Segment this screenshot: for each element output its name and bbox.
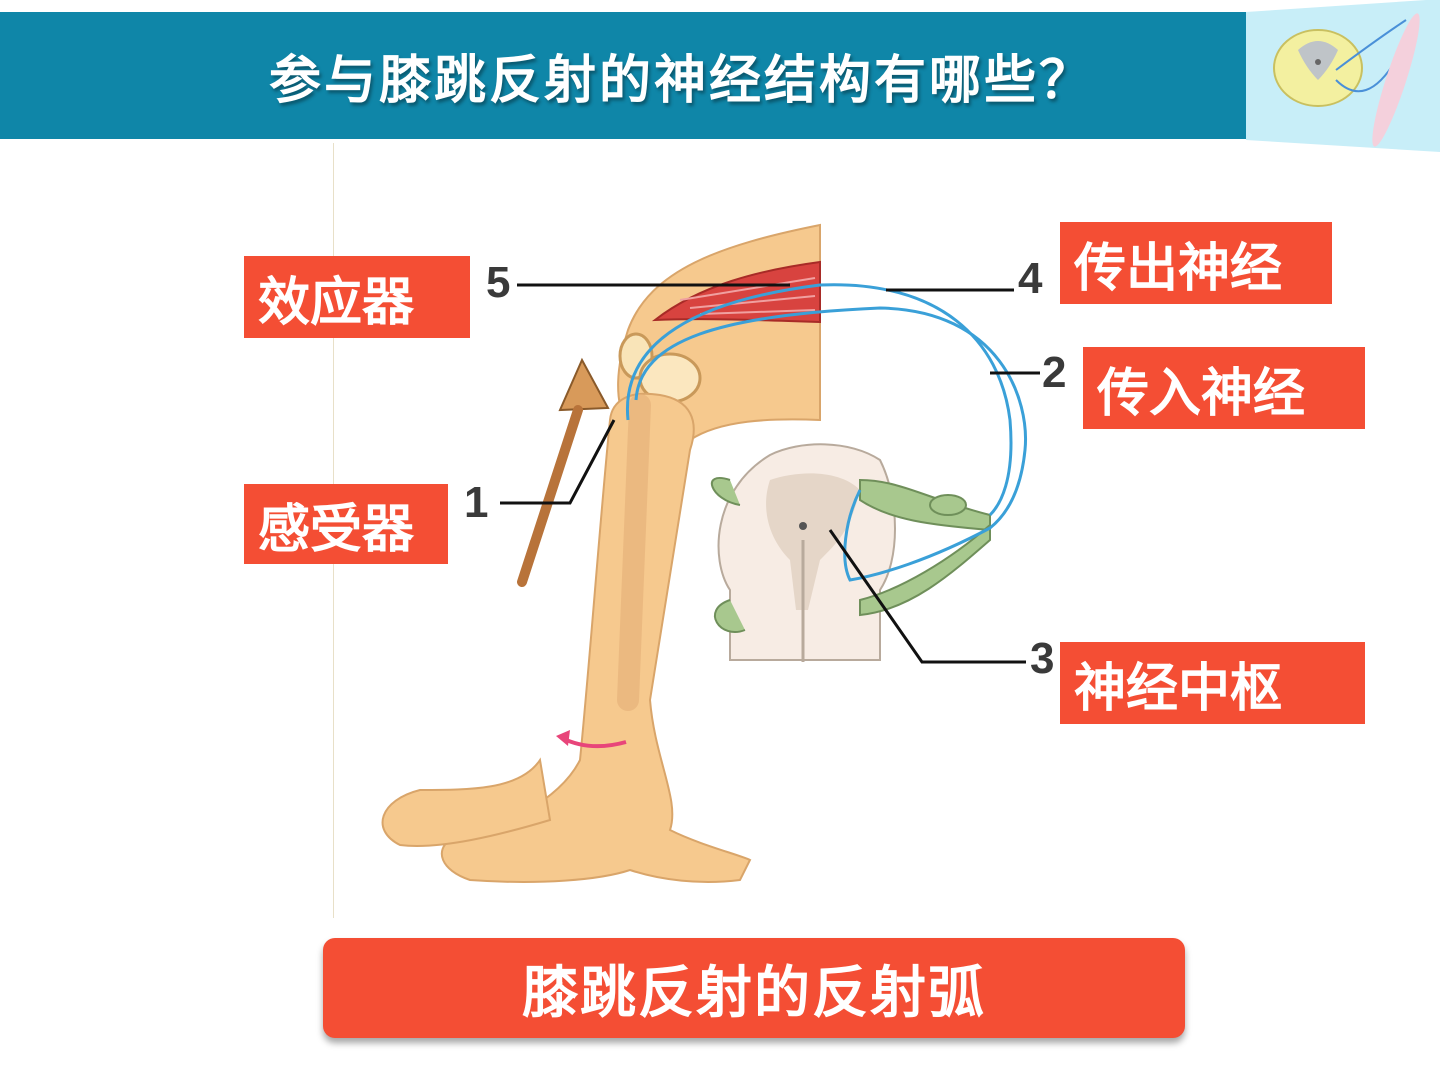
reflex-hammer-handle — [517, 405, 583, 587]
spinal-cord-section — [710, 443, 991, 662]
lower-leg — [440, 392, 752, 883]
label-number-4: 4 — [1018, 254, 1043, 303]
label-number-2: 2 — [1042, 348, 1067, 397]
diagram-caption: 膝跳反射的反射弧 — [323, 938, 1185, 1038]
efferent-nerve-path — [625, 283, 1013, 517]
label-number-3: 3 — [1030, 634, 1055, 683]
title-bar — [0, 12, 1246, 139]
label-number-1: 1 — [464, 478, 489, 527]
back-foot — [381, 757, 552, 847]
leader-line-3 — [828, 529, 1026, 664]
spinal-cord-icon — [1246, 0, 1440, 158]
receptor-label: 感受器 — [244, 484, 448, 564]
afferent-nerve-path — [634, 306, 1028, 582]
label-number-5: 5 — [486, 258, 511, 307]
page-title: 参与膝跳反射的神经结构有哪些？ — [268, 51, 1094, 111]
effector-label: 效应器 — [244, 256, 470, 338]
afferent-nerve-label: 传入神经 — [1083, 347, 1365, 429]
reflex-hammer-head — [558, 357, 610, 412]
nerve-center-label: 神经中枢 — [1060, 642, 1365, 724]
leader-line-1 — [500, 419, 616, 505]
efferent-nerve-label: 传出神经 — [1060, 222, 1332, 304]
